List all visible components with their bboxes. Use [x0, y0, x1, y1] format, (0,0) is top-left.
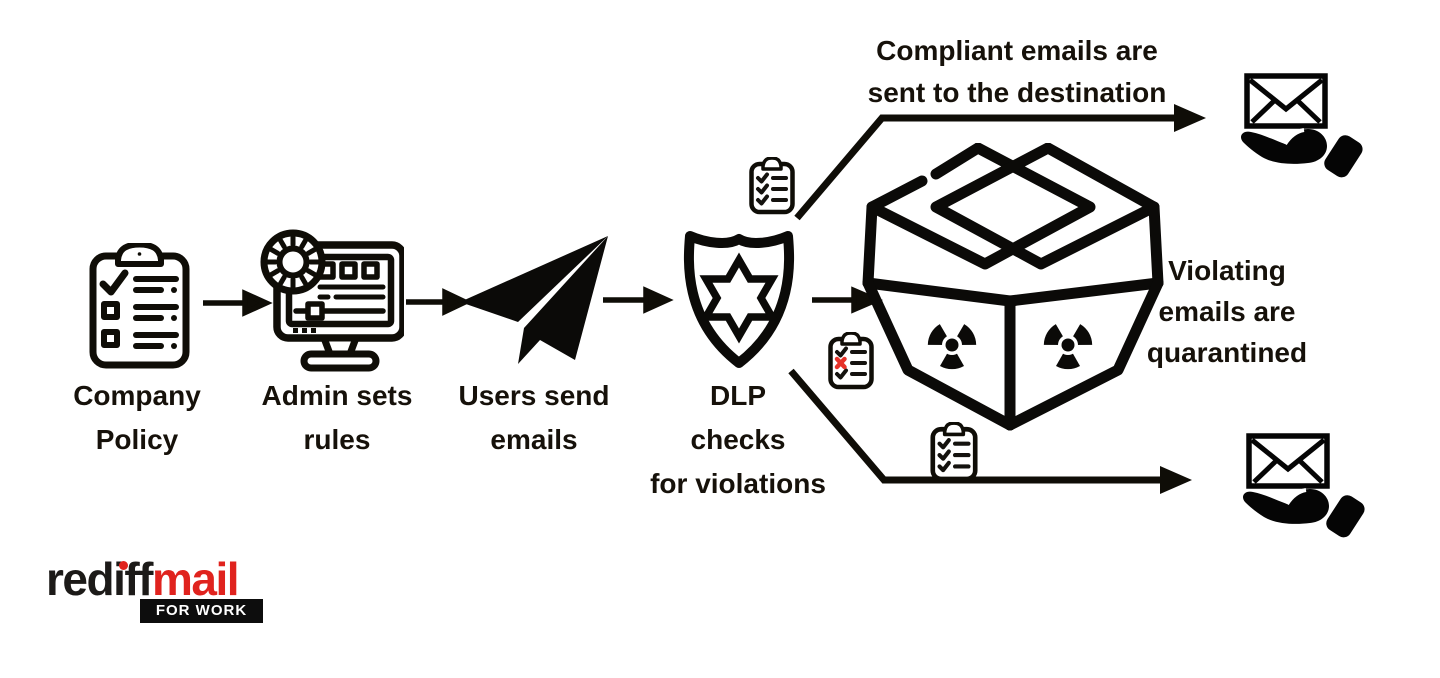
- arrow-compliant-path: [794, 114, 1176, 221]
- paper-plane-icon: [460, 236, 608, 364]
- arrow-bottom-head: [1160, 466, 1192, 494]
- logo-i-red-dot: [119, 561, 128, 570]
- arrow-compliant-head: [1174, 104, 1206, 132]
- arrow-violating-pass-path: [788, 368, 1162, 484]
- red-x-mark: [834, 356, 847, 370]
- envelope-hand-icon: [1240, 72, 1368, 187]
- logo-brand-black: rediff: [46, 553, 154, 605]
- clipboard-checklist-icon: [89, 243, 190, 369]
- quarantine-box-icon: [862, 143, 1164, 431]
- radiation-symbol: [927, 324, 1093, 370]
- clipboard-fail-icon: [828, 332, 874, 390]
- monitor-settings-icon: [260, 229, 404, 372]
- clipboard-pass-icon: [748, 157, 796, 215]
- clipboard-pass-icon: [928, 422, 980, 482]
- rediffmail-logo: rediffmail: [46, 553, 240, 605]
- envelope-hand-icon: [1242, 432, 1370, 547]
- arrow-admin-to-users: [406, 288, 472, 316]
- logo-tagline: FOR WORK: [140, 599, 263, 623]
- logo-brand-red: mail: [152, 553, 240, 605]
- arrow-policy-to-admin: [203, 289, 273, 317]
- shield-star-icon: [683, 231, 795, 368]
- arrow-dlp-to-quarantine: [812, 286, 883, 314]
- arrow-users-to-dlp: [603, 286, 674, 314]
